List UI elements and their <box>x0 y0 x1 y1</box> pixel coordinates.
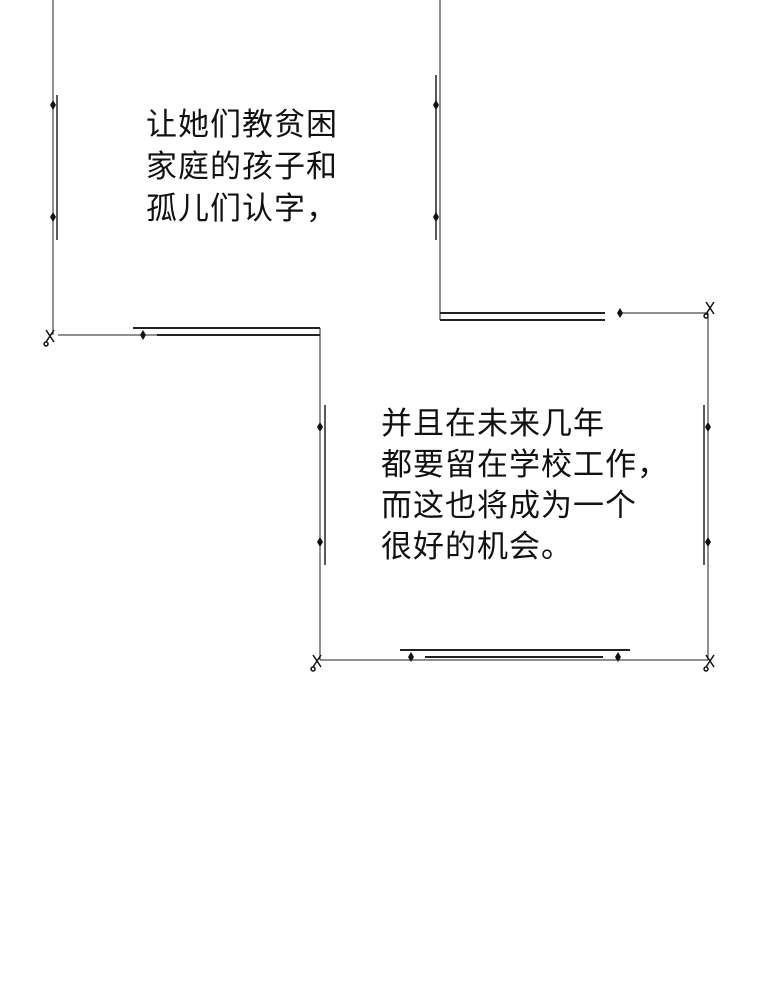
corner-ornament-icons <box>43 301 715 672</box>
caption-box-2: 并且在未来几年 都要留在学校工作， 而这也将成为一个 很好的机会。 <box>381 404 669 568</box>
caption-line: 都要留在学校工作， <box>381 447 669 483</box>
caption-line: 家庭的孩子和 <box>146 149 338 185</box>
caption-box-1: 让她们教贫困 家庭的孩子和 孤儿们认字， <box>146 104 338 230</box>
caption-line: 孤儿们认字， <box>146 191 338 227</box>
caption-line: 很好的机会。 <box>381 529 573 565</box>
caption-line: 并且在未来几年 <box>381 406 605 442</box>
caption-line: 让她们教贫困 <box>146 107 338 143</box>
caption-line: 而这也将成为一个 <box>381 488 637 524</box>
